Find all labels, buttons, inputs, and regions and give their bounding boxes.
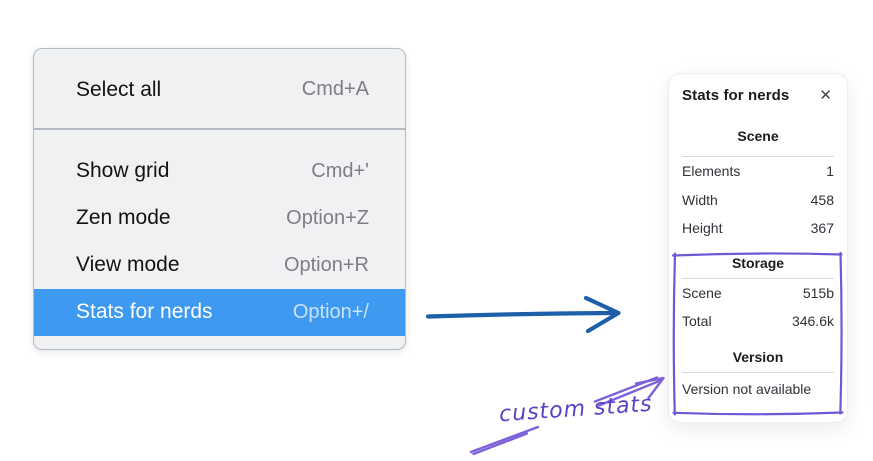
stat-label: Total	[682, 313, 712, 330]
stat-value: 458	[810, 191, 834, 208]
stat-value: 346.6k	[791, 313, 834, 330]
stat-row-height: Height 367	[682, 214, 834, 243]
stat-label: Elements	[682, 163, 741, 180]
section-header-version: Version	[732, 348, 784, 365]
menu-item-label: Select all	[76, 77, 162, 101]
section-header-storage: Storage	[731, 254, 785, 271]
stat-value: 515b	[802, 284, 834, 301]
stat-value: 367	[810, 220, 834, 237]
menu-item-shortcut: Option+/	[292, 300, 369, 323]
stat-row-storage-scene: Scene 515b	[682, 279, 834, 308]
menu-item-label: Zen mode	[76, 206, 171, 229]
annotation-label: custom stats	[498, 391, 654, 428]
menu-item-label: Show grid	[76, 159, 170, 182]
flow-arrow-icon	[425, 295, 621, 334]
menu-item-shortcut: Cmd+A	[301, 78, 369, 100]
stats-panel-title: Stats for nerds	[682, 87, 790, 104]
stat-label: Scene	[682, 284, 722, 301]
menu-item-view-mode[interactable]: View mode Option+R	[34, 242, 405, 289]
stat-label: Height	[682, 220, 723, 237]
panel-divider	[682, 156, 834, 157]
menu-item-zen-mode[interactable]: Zen mode Option+Z	[34, 195, 405, 242]
menu-item-show-grid[interactable]: Show grid Cmd+'	[34, 148, 405, 195]
menu-item-shortcut: Option+R	[283, 253, 369, 276]
close-icon[interactable]: ✕	[819, 87, 832, 104]
stat-row-storage-total: Total 346.6k	[682, 307, 834, 336]
panel-divider	[682, 371, 834, 373]
menu-item-select-all[interactable]: Select all Cmd+A	[34, 66, 405, 113]
version-message: Version not available	[682, 380, 812, 397]
menu-item-label: View mode	[76, 253, 180, 276]
section-header-scene: Scene	[737, 128, 779, 144]
stat-value: 1	[826, 163, 834, 180]
context-menu: Select all Cmd+A Show grid Cmd+' Zen mod…	[33, 48, 406, 350]
menu-item-shortcut: Option+Z	[286, 206, 369, 229]
stats-panel-header: Stats for nerds ✕	[682, 86, 834, 105]
menu-item-shortcut: Cmd+'	[311, 159, 369, 182]
stat-row-width: Width 458	[682, 186, 834, 215]
stats-panel: Stats for nerds ✕ Scene Elements 1 Width…	[668, 73, 848, 423]
stat-row-elements: Elements 1	[682, 157, 834, 186]
menu-item-stats-for-nerds[interactable]: Stats for nerds Option+/	[34, 288, 405, 336]
menu-item-label: Stats for nerds	[76, 300, 213, 323]
panel-divider	[682, 277, 834, 279]
stat-label: Width	[682, 191, 718, 208]
menu-divider	[34, 128, 405, 130]
